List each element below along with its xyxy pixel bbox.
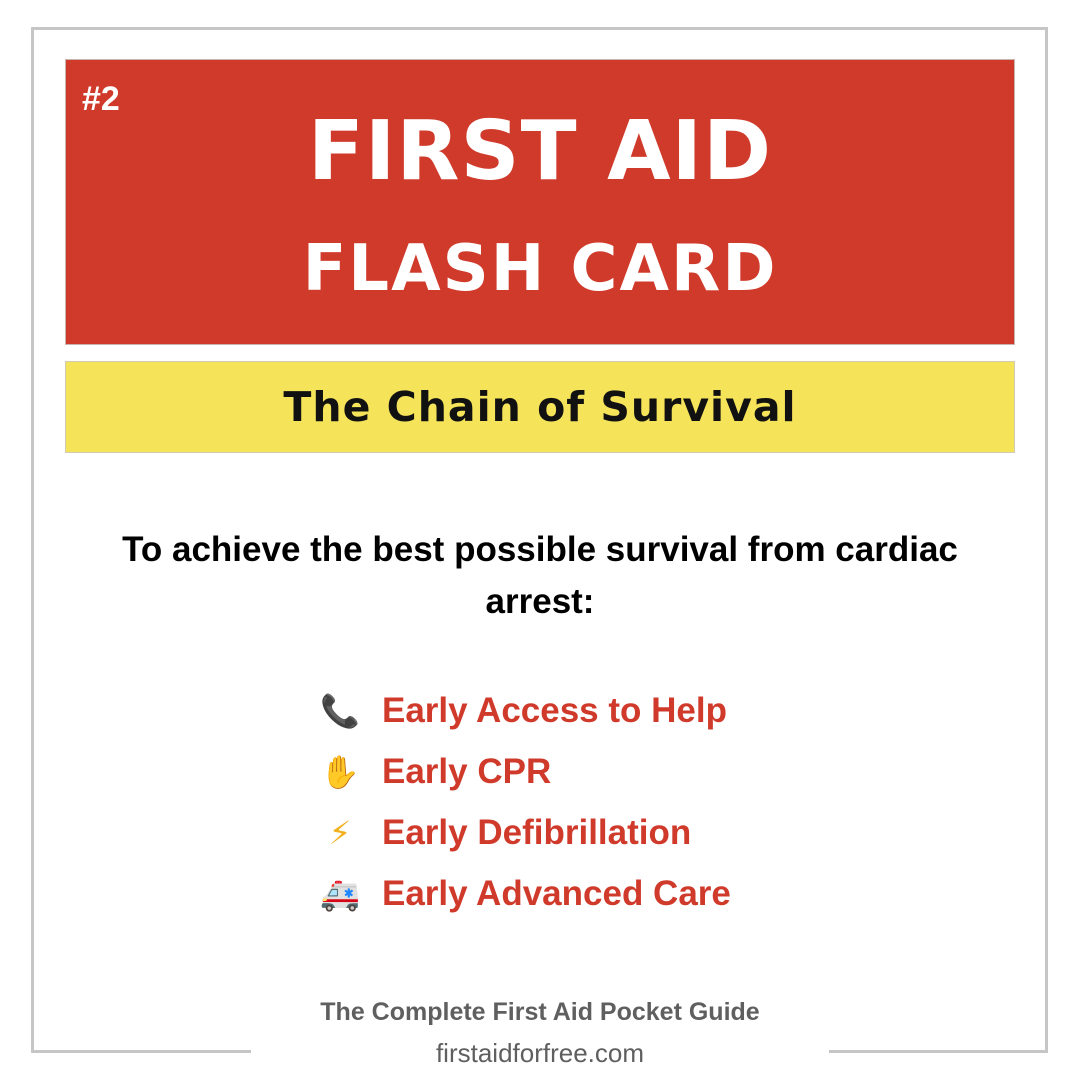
list-item: ✋ Early CPR xyxy=(312,741,832,802)
card-number: #2 xyxy=(82,80,120,118)
card-title-line1: FIRST AID xyxy=(307,104,773,199)
footer-url[interactable]: firstaidforfree.com xyxy=(435,1038,645,1068)
chain-item-label: Early Access to Help xyxy=(382,690,727,730)
card-title-line2: FLASH CARD xyxy=(302,232,778,306)
subtitle-band: The Chain of Survival xyxy=(65,361,1015,453)
frame-bottom-left-divider xyxy=(31,1050,251,1053)
intro-text: To achieve the best possible survival fr… xyxy=(122,530,958,621)
title-banner: #2 FIRST AID FLASH CARD xyxy=(65,59,1015,345)
chain-item-label: Early CPR xyxy=(382,751,552,791)
card-subtitle: The Chain of Survival xyxy=(283,383,797,431)
chain-of-survival-list: 📞 Early Access to Help ✋ Early CPR ⚡ Ear… xyxy=(312,680,832,924)
footer-title: The Complete First Aid Pocket Guide xyxy=(320,998,760,1026)
chain-item-label: Early Advanced Care xyxy=(382,873,731,913)
list-item: 📞 Early Access to Help xyxy=(312,680,832,741)
frame-bottom-right-divider xyxy=(829,1050,1048,1053)
ambulance-icon: 🚑 xyxy=(320,874,360,913)
lightning-icon: ⚡ xyxy=(328,813,352,852)
list-item: 🚑 Early Advanced Care xyxy=(312,863,832,924)
raised-hand-icon: ✋ xyxy=(320,752,360,791)
card-frame xyxy=(31,27,1048,1051)
chain-item-label: Early Defibrillation xyxy=(382,812,692,852)
list-item: ⚡ Early Defibrillation xyxy=(312,802,832,863)
phone-icon: 📞 xyxy=(320,691,360,730)
